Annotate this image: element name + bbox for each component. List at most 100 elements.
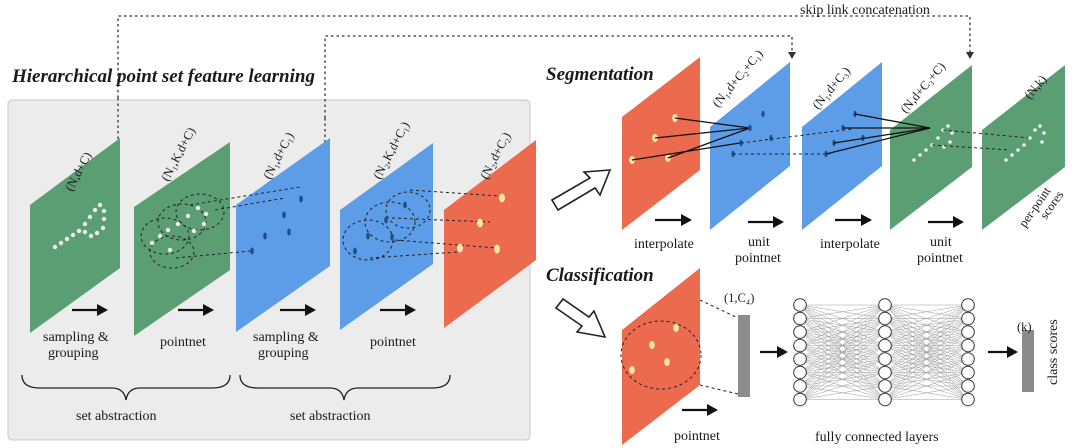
fc-edge [799,304,886,360]
cls-output-vector [1022,330,1034,392]
fc-edge [799,345,886,400]
seg-arrows [655,214,964,228]
fc-neuron [878,392,892,407]
skip-links [117,15,974,150]
fc-neuron [793,352,807,366]
cls-output-label: (k) [1017,320,1032,334]
fc-edge [884,304,969,400]
fc-edge [799,304,886,333]
seg-forward-dots-2 [931,129,1031,151]
plane-features-2 [444,140,536,328]
seg-green-points-2 [1004,124,1046,162]
fc-edge [884,304,969,333]
grouped-points-2 [353,201,407,255]
fc-edge [799,304,886,373]
cls-red-points [629,324,679,374]
fc-edge [799,385,886,400]
projection-lines-1 [175,186,301,259]
cls-vector-label: (1,C₄) [724,291,754,305]
seg-unit-pointnet-1-line2: pointnet [735,251,781,266]
fc-neuron [961,298,975,312]
fc-edge [884,372,969,400]
seg-interp-lines-2 [825,113,931,155]
grouping-circles-2 [342,191,431,261]
input-points [52,202,107,250]
fc-neuron [961,392,975,407]
fc-neuron [961,365,975,380]
pointnet-2-label: pointnet [370,335,416,350]
seg-interp-lines-1 [631,117,751,161]
classification-title: Classification [546,265,654,286]
cls-projection [699,299,739,395]
fc-neuron [793,365,807,380]
fc-neuron [878,352,892,366]
cls-plane-red [622,268,700,445]
seg-plane-blue-1 [710,62,790,230]
fc-edge [884,304,969,387]
branch-arrow-classification [554,297,607,339]
set-abstraction-1-label: set abstraction [76,409,156,424]
grouped-points-1 [149,205,209,253]
class-scores-label: class scores [1046,319,1061,385]
seg-forward-dots-1 [733,128,853,155]
fc-neuron [793,392,807,407]
fc-neuron [961,379,975,393]
fc-edge [884,304,969,319]
fc-edge [799,358,886,400]
pointnet-1-label: pointnet [160,335,206,350]
fc-edge [884,385,969,400]
seg-plane-green-1 [890,65,972,230]
seg-unit-pointnet-1-line1: unit [748,235,770,250]
set-abstraction-braces [21,374,451,401]
fc-neuron [961,352,975,366]
sampling-grouping-1-line2: grouping [48,346,99,361]
fc-neuron [961,325,975,339]
centroids-2 [457,193,505,254]
fc-neuron [878,311,892,326]
cls-global-feature-vector [738,315,750,397]
fc-edge [884,331,969,400]
fc-neuron [961,338,975,353]
fc-edge [799,318,886,400]
fc-neuron [878,365,892,380]
fc-neuron [793,338,807,353]
seg-plane-blue-2 [802,62,882,230]
seg-interpolate-2: interpolate [820,237,880,252]
fc-edge [799,304,886,387]
fc-neuron [793,325,807,339]
cls-fc-label: fully connected layers [815,430,939,445]
fc-edge [799,372,886,400]
set-abstraction-2-label: set abstraction [290,409,370,424]
fc-neuron [793,379,807,393]
sampling-grouping-2-line2: grouping [258,346,309,361]
fc-edge [884,304,969,360]
fc-network-edges [799,304,969,400]
cls-pointnet-label: pointnet [674,429,720,444]
fc-edge [884,304,969,373]
fc-edge [799,331,886,400]
plane-grouped-1 [134,142,230,336]
fc-neuron [961,311,975,326]
fc-neuron [793,298,807,312]
hierarchical-title: Hierarchical point set feature learning [11,66,315,87]
fc-neuron [878,325,892,339]
plane-grouped-2 [340,143,433,330]
seg-interpolate-1: interpolate [634,237,694,252]
plane-features-1 [236,138,330,332]
fc-edge [884,318,969,400]
skip-link-label: skip link concatenation [800,3,930,18]
segmentation-title: Segmentation [546,64,654,85]
seg-unit-pointnet-2-line2: pointnet [917,251,963,266]
seg-plane-green-2 [982,65,1065,230]
projection-lines-2 [369,189,501,259]
fc-neuron [878,298,892,312]
fc-neuron [878,379,892,393]
seg-plane-red [622,57,700,230]
seg-unit-pointnet-2-line1: unit [930,235,952,250]
sampling-grouping-1-line1: sampling & [43,330,109,345]
grouping-circles-1 [140,193,225,269]
fc-neuron [793,311,807,326]
fc-edge [884,358,969,400]
fc-neuron [878,338,892,353]
